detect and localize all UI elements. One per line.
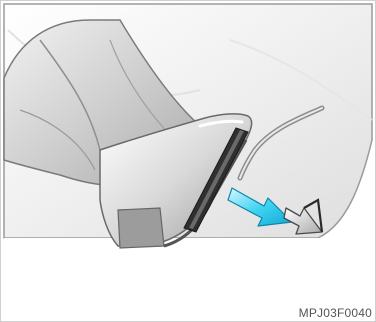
shoe-heel: [118, 208, 164, 248]
figure-code: MPJ03F0040: [299, 306, 372, 320]
